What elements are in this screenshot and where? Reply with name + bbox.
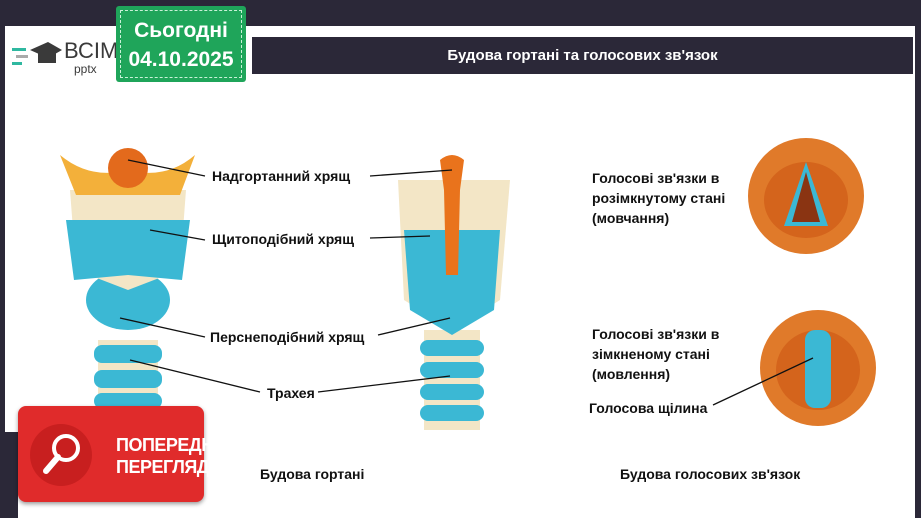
vocal-cords-open-illustration [748, 138, 864, 254]
vocal-cords-closed-illustration [760, 310, 876, 426]
label-thyroid: Щитоподібний хрящ [212, 231, 355, 247]
text-line: ПОПЕРЕДНІЙ [116, 435, 231, 455]
vocal-closed-label: Голосові зв'язки в зімкненому стані (мов… [592, 324, 719, 384]
preview-button[interactable]: ПОПЕРЕДНІЙ ПЕРЕГЛЯД [18, 406, 231, 502]
larynx-caption: Будова гортані [260, 466, 365, 482]
logo-text: ВСІМ [64, 38, 119, 63]
label-epiglottis: Надгортанний хрящ [212, 168, 351, 184]
slide-title: Будова гортані та голосових зв'язок [252, 37, 913, 74]
text-line: (мовлення) [592, 366, 671, 382]
magnifier-icon [30, 424, 92, 486]
text-line: Голосові зв'язки в [592, 170, 720, 186]
label-glottis: Голосова щілина [589, 400, 708, 416]
logo-subtext: pptx [74, 62, 97, 76]
graduation-cap-icon [12, 42, 62, 65]
label-cricoid: Перснеподібний хрящ [210, 329, 365, 345]
larynx-front-illustration [60, 148, 195, 410]
preview-label: ПОПЕРЕДНІЙ ПЕРЕГЛЯД [116, 434, 231, 478]
vocal-open-label: Голосові зв'язки в розімкнутому стані (м… [592, 168, 725, 228]
side-strip [0, 432, 18, 518]
text-line: (мовчання) [592, 210, 670, 226]
text-line: розімкнутому стані [592, 190, 726, 206]
label-lines [119, 159, 814, 406]
text-line: Голосові зв'язки в [592, 326, 720, 342]
text-line: ПЕРЕГЛЯД [116, 457, 210, 477]
logo: ВСІМ pptx [12, 36, 122, 76]
larynx-back-illustration [398, 155, 510, 430]
label-trachea: Трахея [267, 385, 315, 401]
text-line: зімкненому стані [592, 346, 710, 362]
date-badge: Сьогодні 04.10.2025 [116, 6, 246, 82]
vocal-caption: Будова голосових зв'язок [620, 466, 801, 482]
